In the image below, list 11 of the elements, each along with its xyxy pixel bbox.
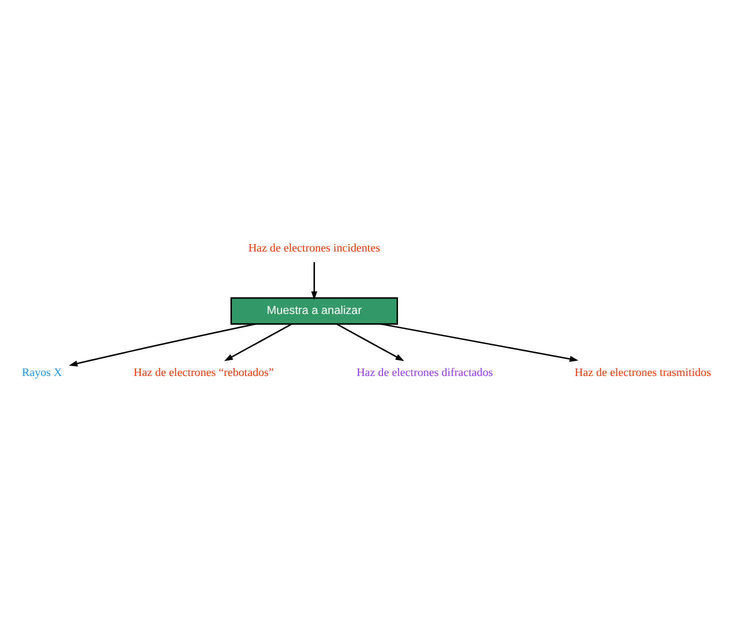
arrow [68, 322, 256, 366]
arrow [336, 323, 404, 361]
node-box: Muestra a analizar [230, 296, 398, 324]
node-text: Haz de electrones incidentes [248, 242, 380, 254]
arrow [311, 262, 318, 300]
arrow [380, 322, 578, 362]
node-text: Haz de electrones “rebotados” [134, 366, 274, 378]
node-text: Haz de electrones trasmitidos [574, 366, 711, 378]
arrow [224, 323, 292, 361]
node-text: Rayos X [22, 366, 62, 378]
node-text: Haz de electrones difractados [356, 366, 493, 378]
